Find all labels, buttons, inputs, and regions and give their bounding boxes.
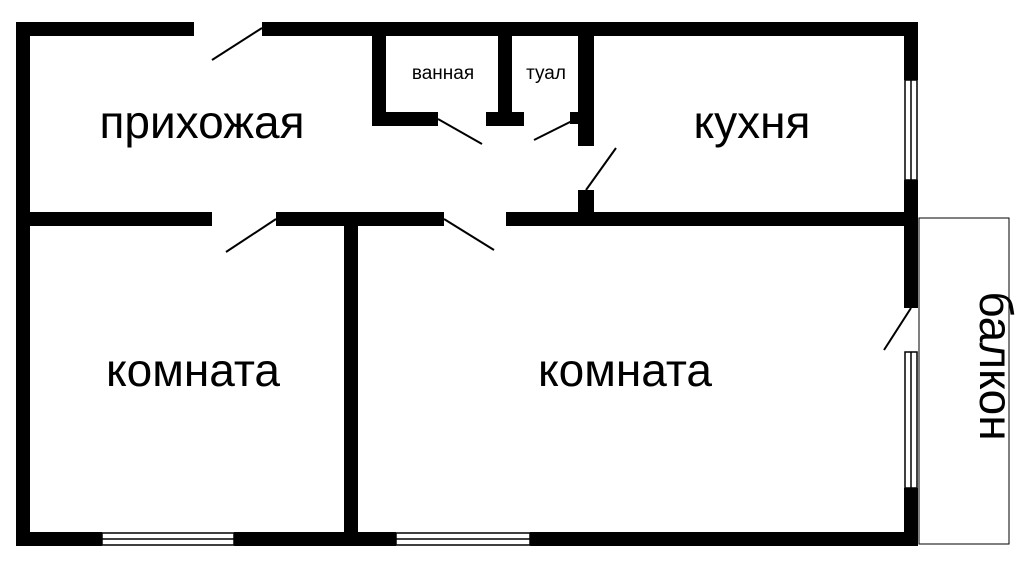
bathroom-door — [437, 118, 483, 145]
windows — [101, 79, 918, 546]
right-room-label: комната — [538, 344, 712, 396]
kitchen-label: кухня — [694, 96, 811, 148]
balcony-label: балкон — [970, 291, 1022, 440]
hallway-label: прихожая — [99, 96, 304, 148]
bathroom-label: ванная — [412, 63, 474, 84]
kitchen-door — [585, 147, 617, 191]
balcony-outline — [918, 217, 1010, 545]
toilet-label: туал — [526, 63, 566, 84]
toilet-door — [533, 117, 579, 141]
left-room-label: комната — [106, 344, 280, 396]
interior-walls — [16, 36, 918, 546]
right-room-door — [443, 218, 495, 251]
entrance-door — [211, 27, 263, 61]
left-room-door — [225, 218, 277, 253]
balcony-door — [883, 307, 912, 351]
doors — [211, 27, 912, 351]
